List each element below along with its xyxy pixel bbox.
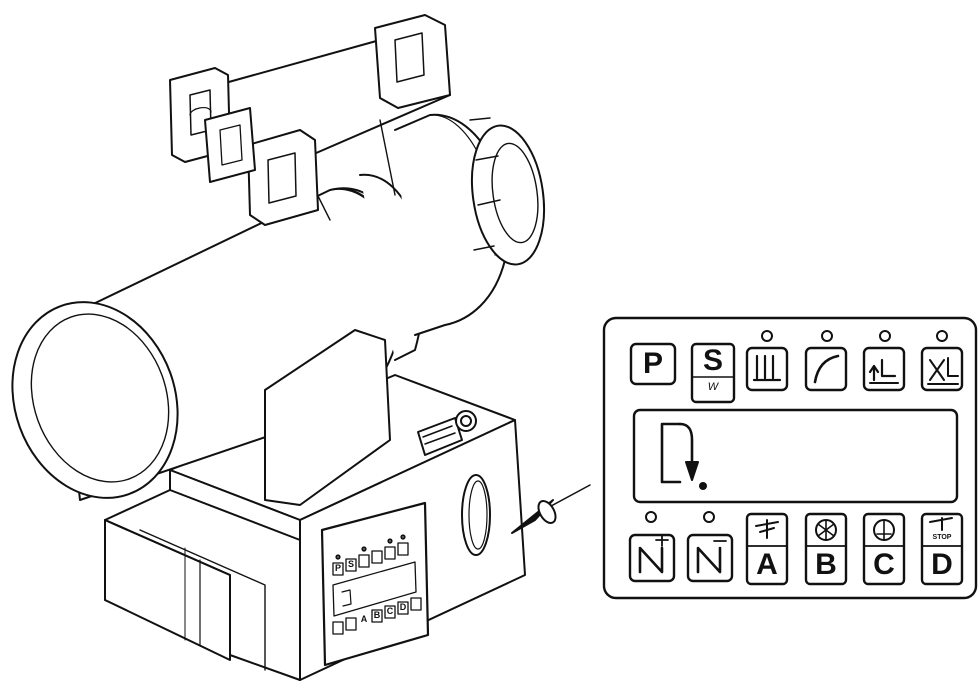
function-a-key[interactable]	[745, 512, 789, 586]
clamp-right	[374, 14, 451, 109]
control-panel	[602, 316, 978, 600]
led-speed-minus	[703, 511, 715, 523]
program-key-label: P	[642, 347, 663, 380]
pointer-arrow	[511, 484, 591, 534]
led-needle-position	[761, 330, 773, 342]
function-d-key-label: D	[931, 548, 953, 581]
led-needle-up	[879, 330, 891, 342]
thread-cut-key[interactable]	[920, 346, 964, 392]
function-c-key-label: C	[873, 548, 895, 581]
control-panel-labels: P S W A B C D STOP	[604, 318, 976, 598]
led-thread-cut	[936, 330, 948, 342]
led-curve	[821, 330, 833, 342]
lcd-display	[632, 408, 959, 504]
function-a-key-label: A	[756, 548, 778, 581]
function-d-key[interactable]	[920, 512, 964, 586]
gear-icon	[455, 410, 477, 432]
function-b-key-label: B	[815, 548, 837, 581]
s-w-key-label: S	[702, 344, 723, 377]
led-speed-plus	[645, 511, 657, 523]
function-d-stop-label: STOP	[932, 534, 952, 541]
mounting-bracket	[169, 14, 451, 226]
mini-control-panel	[320, 501, 430, 667]
program-key[interactable]	[629, 342, 677, 386]
s-w-key-sublabel: W	[707, 381, 719, 393]
motor-body	[11, 113, 546, 506]
s-w-key[interactable]	[690, 342, 736, 404]
window-slot	[461, 474, 491, 556]
clamp-middle	[247, 129, 319, 226]
